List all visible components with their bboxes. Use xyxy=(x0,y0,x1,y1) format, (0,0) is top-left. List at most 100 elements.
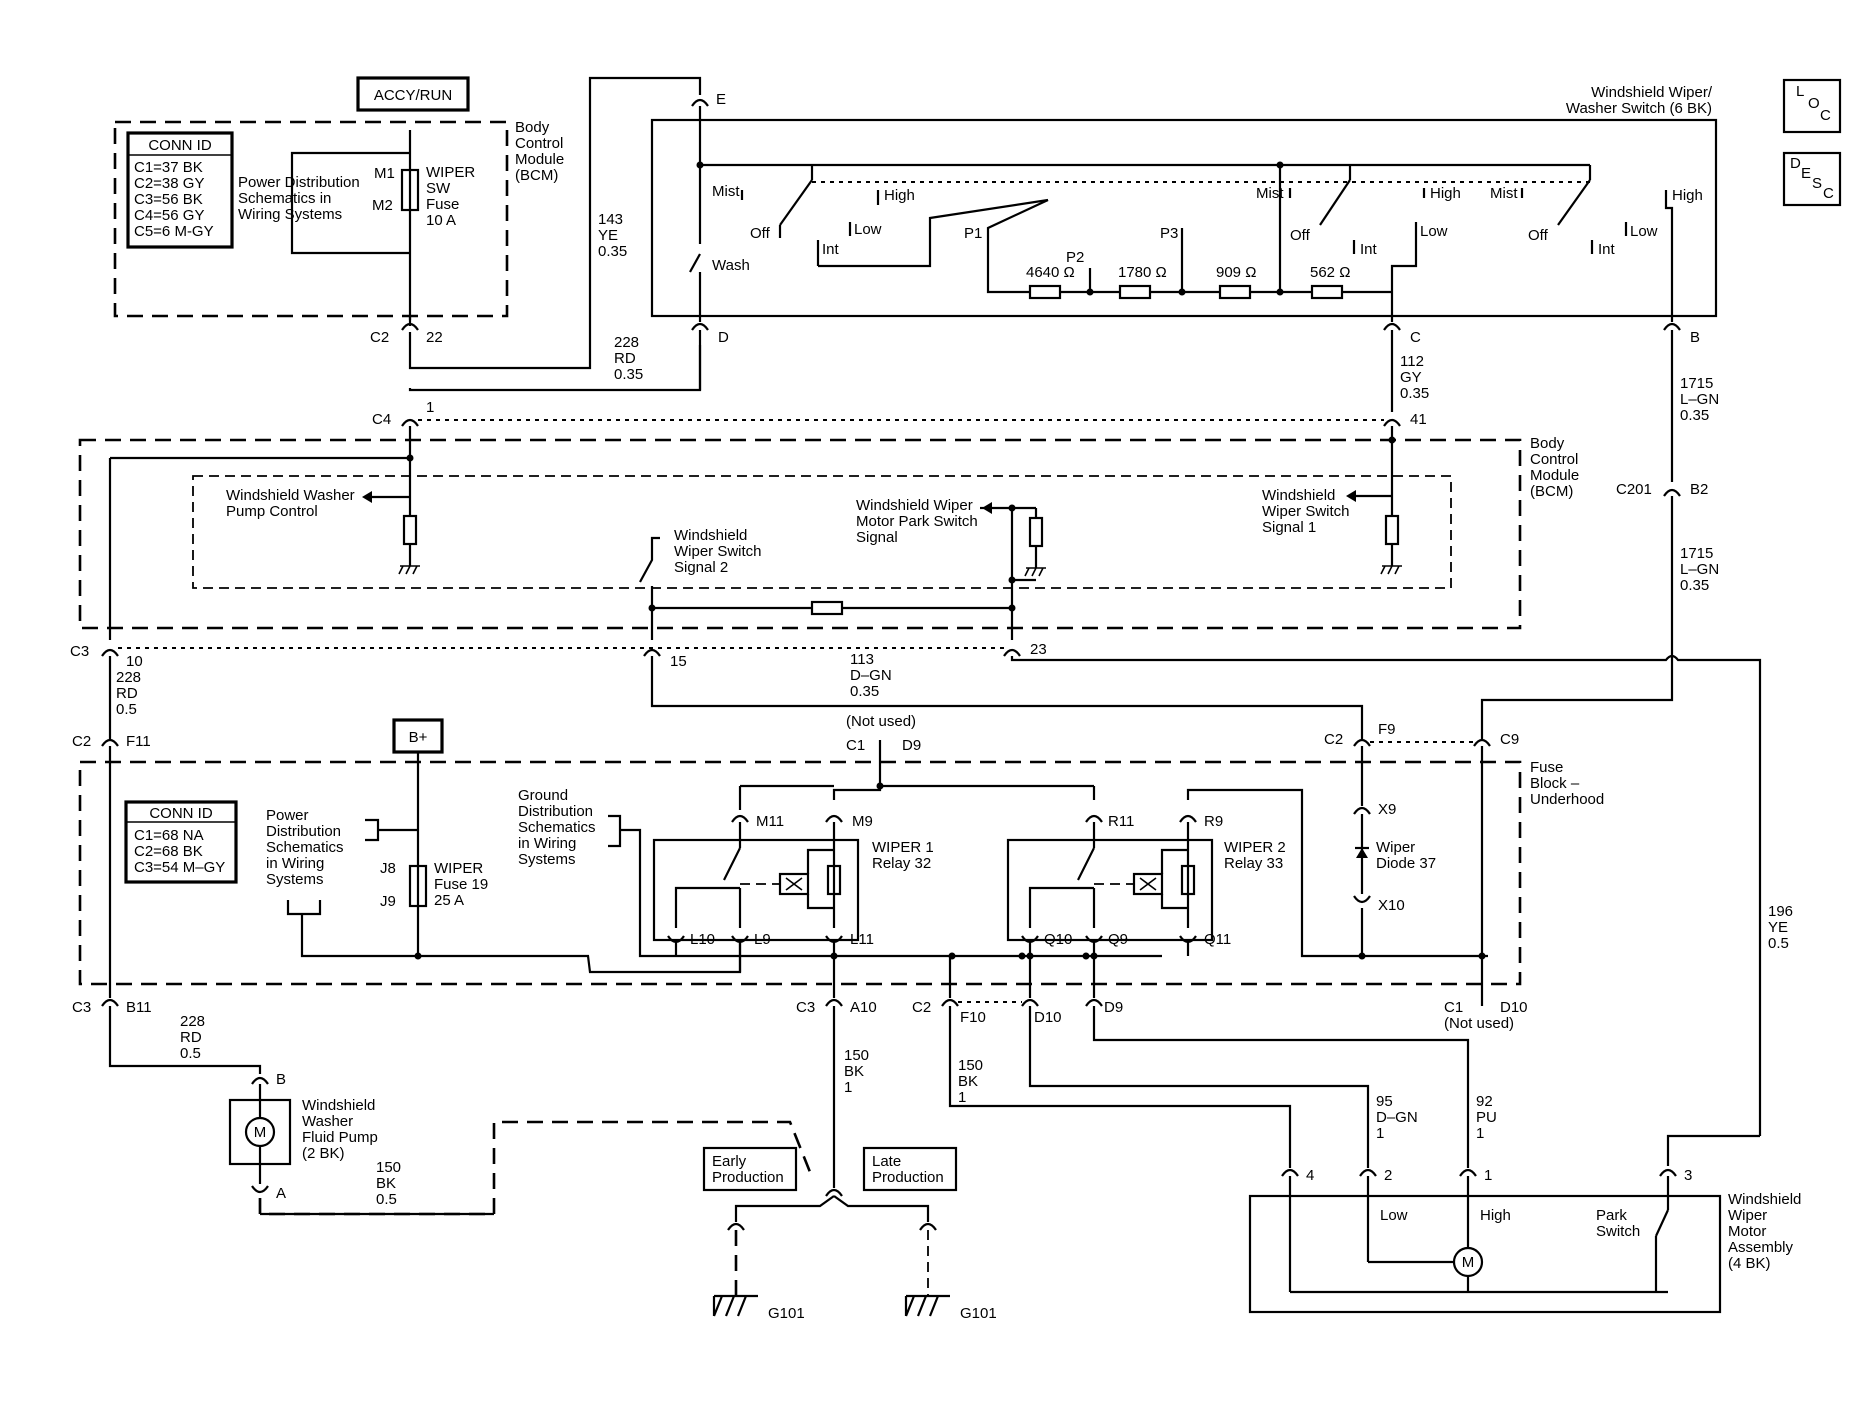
svg-text:Motor Park Switch: Motor Park Switch xyxy=(856,513,978,530)
svg-text:4: 4 xyxy=(1306,1167,1314,1184)
svg-text:Windshield: Windshield xyxy=(1728,1191,1801,1208)
svg-text:Switch: Switch xyxy=(1596,1223,1640,1240)
svg-text:41: 41 xyxy=(1410,411,1427,428)
svg-text:0.35: 0.35 xyxy=(614,366,643,383)
svg-text:D: D xyxy=(718,329,729,346)
svg-text:Windshield: Windshield xyxy=(674,527,747,544)
connector-c2-f9-c9: C2 F9 C9 xyxy=(1324,721,1519,748)
svg-text:WIPER 1: WIPER 1 xyxy=(872,839,934,856)
bcm-mid-block: Body Control Module (BCM) Windshield Was… xyxy=(78,426,1579,640)
svg-text:Park: Park xyxy=(1596,1207,1627,1224)
svg-text:High: High xyxy=(1672,187,1703,204)
svg-text:WIPER: WIPER xyxy=(434,860,483,877)
svg-text:196: 196 xyxy=(1768,903,1793,920)
svg-text:D: D xyxy=(1790,155,1801,172)
fuse-block-underhood: Fuse Block – Underhood CONN ID C1=68 NA … xyxy=(78,746,1604,998)
svg-text:C2: C2 xyxy=(370,329,389,346)
svg-text:112: 112 xyxy=(1400,353,1424,370)
svg-text:E: E xyxy=(716,91,726,108)
svg-text:B11: B11 xyxy=(126,999,152,1016)
svg-text:Windshield Washer: Windshield Washer xyxy=(226,487,355,504)
wire-143-label: 143 YE 0.35 xyxy=(598,211,627,260)
svg-text:Body: Body xyxy=(515,119,550,136)
svg-text:Wiper Switch: Wiper Switch xyxy=(674,543,762,560)
svg-text:L10: L10 xyxy=(690,931,715,948)
svg-text:C2: C2 xyxy=(72,733,91,750)
svg-text:Relay 32: Relay 32 xyxy=(872,855,931,872)
wiper-fuse-19: J8 J9 WIPER Fuse 19 25 A Power Distribut… xyxy=(266,752,742,974)
svg-text:Signal: Signal xyxy=(856,529,898,546)
svg-text:C: C xyxy=(1823,185,1834,202)
wire-228-rd-c xyxy=(108,1006,262,1074)
svg-text:Q11: Q11 xyxy=(1204,931,1231,948)
svg-text:228: 228 xyxy=(180,1013,205,1030)
svg-text:Int: Int xyxy=(1360,241,1378,258)
svg-text:228: 228 xyxy=(614,334,639,351)
svg-text:Power Distribution: Power Distribution xyxy=(238,174,360,191)
svg-text:Control: Control xyxy=(515,135,563,152)
svg-text:P2: P2 xyxy=(1066,249,1084,266)
svg-text:G101: G101 xyxy=(768,1305,805,1322)
svg-text:E: E xyxy=(1801,165,1811,182)
svg-text:YE: YE xyxy=(1768,919,1788,936)
svg-text:Windshield Wiper: Windshield Wiper xyxy=(856,497,973,514)
wire-95-dgn xyxy=(1028,1006,1370,1168)
svg-text:1715: 1715 xyxy=(1680,375,1713,392)
svg-text:WIPER 2: WIPER 2 xyxy=(1224,839,1286,856)
svg-text:Relay 33: Relay 33 xyxy=(1224,855,1283,872)
svg-text:C4: C4 xyxy=(372,411,391,428)
svg-text:Late: Late xyxy=(872,1153,901,1170)
desc-icon[interactable]: D E S C xyxy=(1782,151,1842,207)
svg-text:Mist: Mist xyxy=(1490,185,1518,202)
svg-text:GY: GY xyxy=(1400,369,1422,386)
svg-text:M: M xyxy=(1462,1254,1475,1271)
b-plus-label: B+ xyxy=(392,718,444,754)
svg-text:(Not used): (Not used) xyxy=(846,713,916,730)
wire-92-label: 92 PU 1 xyxy=(1476,1093,1497,1142)
svg-text:C5=6 M-GY: C5=6 M-GY xyxy=(134,223,214,240)
svg-text:B2: B2 xyxy=(1690,481,1708,498)
svg-text:A: A xyxy=(276,1185,286,1202)
svg-text:0.5: 0.5 xyxy=(116,701,137,718)
svg-text:F10: F10 xyxy=(960,1009,986,1026)
svg-text:M2: M2 xyxy=(372,197,393,214)
svg-text:Mist: Mist xyxy=(712,183,740,200)
wire-95-label: 95 D–GN 1 xyxy=(1376,1093,1418,1142)
svg-text:0.5: 0.5 xyxy=(1768,935,1789,952)
loc-icon[interactable]: L O C xyxy=(1782,78,1842,134)
svg-text:B: B xyxy=(1690,329,1700,346)
svg-text:M11: M11 xyxy=(756,813,784,830)
svg-text:Schematics: Schematics xyxy=(518,819,596,836)
svg-text:High: High xyxy=(1430,185,1461,202)
svg-text:C1: C1 xyxy=(846,737,865,754)
svg-text:P3: P3 xyxy=(1160,225,1178,242)
svg-text:L: L xyxy=(1796,83,1804,100)
svg-text:Fuse: Fuse xyxy=(1530,759,1563,776)
svg-text:M1: M1 xyxy=(374,165,395,182)
svg-text:0.5: 0.5 xyxy=(180,1045,201,1062)
svg-text:Washer: Washer xyxy=(302,1113,353,1130)
svg-text:150: 150 xyxy=(376,1159,401,1176)
svg-text:R11: R11 xyxy=(1108,813,1134,830)
connector-c2-f11: C2 F11 xyxy=(72,733,151,750)
svg-text:G101: G101 xyxy=(960,1305,997,1322)
svg-text:Diode 37: Diode 37 xyxy=(1376,855,1436,872)
svg-text:BK: BK xyxy=(844,1063,864,1080)
svg-text:in Wiring: in Wiring xyxy=(266,855,324,872)
svg-text:RD: RD xyxy=(180,1029,202,1046)
wiper-sw-fuse: M1 M2 WIPER SW Fuse 10 A xyxy=(372,130,475,320)
svg-text:Early: Early xyxy=(712,1153,747,1170)
connector-c3-b11: C3 B11 xyxy=(72,998,152,1016)
svg-text:D–GN: D–GN xyxy=(1376,1109,1418,1126)
svg-text:Int: Int xyxy=(1598,241,1616,258)
svg-text:Systems: Systems xyxy=(266,871,324,888)
accy-run-label: ACCY/RUN xyxy=(356,76,470,112)
svg-text:D10: D10 xyxy=(1034,1009,1062,1026)
svg-text:95: 95 xyxy=(1376,1093,1393,1110)
wire-1715-lower-label: 1715 L–GN 0.35 xyxy=(1680,545,1719,594)
svg-text:Wiper: Wiper xyxy=(1376,839,1415,856)
svg-text:RD: RD xyxy=(614,350,636,367)
svg-text:Int: Int xyxy=(822,241,840,258)
svg-text:L–GN: L–GN xyxy=(1680,561,1719,578)
